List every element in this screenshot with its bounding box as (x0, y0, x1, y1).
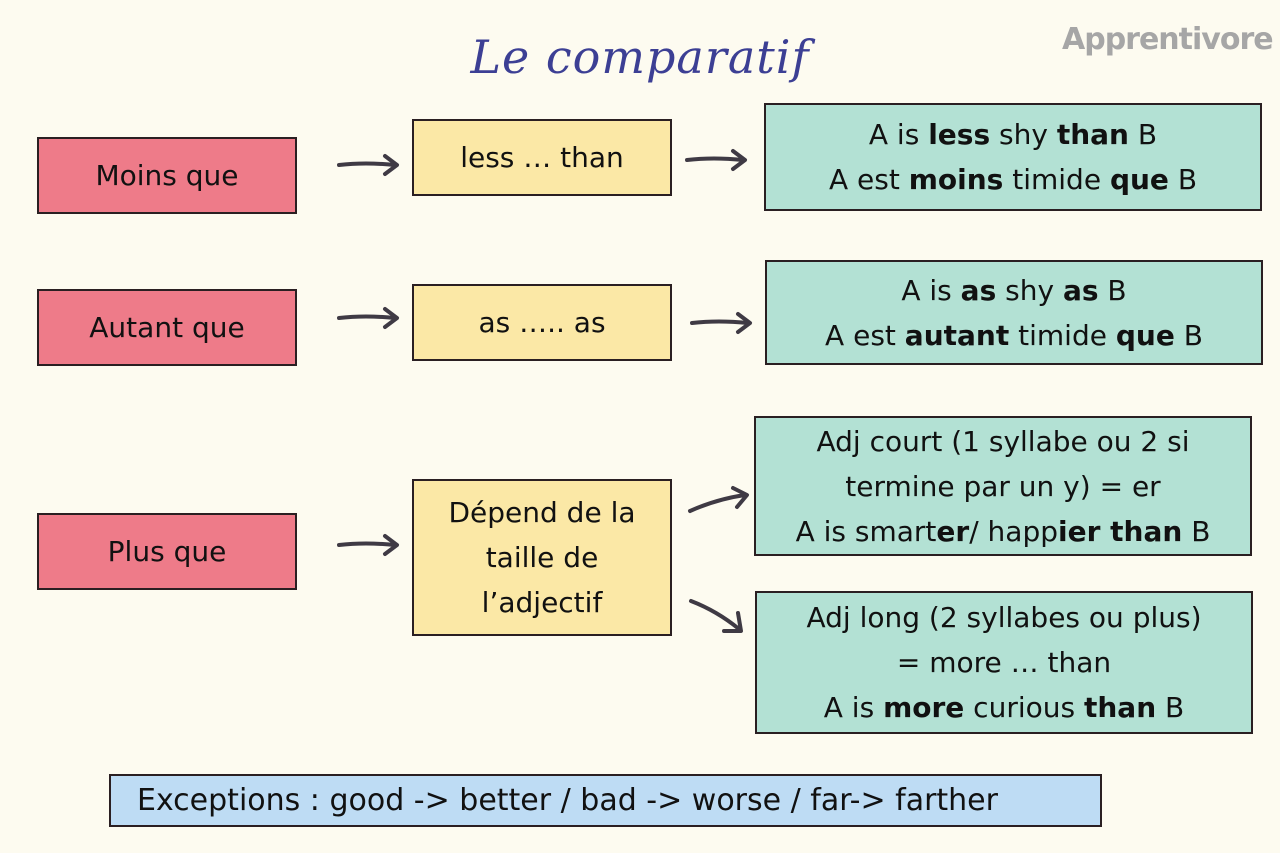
example-box-short-adjective: Adj court (1 syllabe ou 2 si termine par… (754, 416, 1252, 556)
brand-logo: Apprentivore (1062, 22, 1274, 57)
arrow-right-icon (337, 307, 399, 329)
arrow-up-right-icon (688, 486, 749, 513)
english-term-line: Dépend de la (448, 496, 636, 529)
exceptions-text: Exceptions : good -> better / bad -> wor… (137, 783, 998, 818)
example-line: termine par un y) = er (845, 469, 1161, 503)
example-line: Adj long (2 syllabes ou plus) (806, 601, 1202, 634)
english-term-line: l’adjectif (481, 586, 603, 619)
example-box-less: A is less shy than B A est moins timide … (764, 103, 1262, 211)
example-line: Adj court (1 syllabe ou 2 si (816, 424, 1190, 458)
arrow-right-icon (685, 149, 747, 171)
french-term-moins-que: Moins que (37, 137, 297, 214)
example-line: A is as shy as B (901, 273, 1127, 307)
arrow-right-icon (337, 154, 399, 176)
french-term-label: Moins que (95, 159, 239, 192)
arrow-right-icon (337, 534, 399, 556)
arrow-right-icon (690, 312, 752, 334)
page-title: Le comparatif (470, 30, 810, 84)
english-term-label: less … than (460, 141, 624, 174)
example-box-long-adjective: Adj long (2 syllabes ou plus) = more … t… (755, 591, 1253, 734)
example-line: A is smarter/ happier than B (795, 514, 1211, 548)
exceptions-banner: Exceptions : good -> better / bad -> wor… (109, 774, 1102, 827)
arrow-down-right-icon (689, 599, 743, 633)
english-term-depends: Dépend de la taille de l’adjectif (412, 479, 672, 636)
example-line: A is less shy than B (868, 118, 1158, 151)
english-term-less-than: less … than (412, 119, 672, 196)
english-term-label: as ….. as (478, 306, 606, 339)
french-term-autant-que: Autant que (37, 289, 297, 366)
example-line: A is more curious than B (823, 691, 1185, 724)
example-line: A est autant timide que B (825, 318, 1203, 352)
english-term-as-as: as ….. as (412, 284, 672, 361)
example-box-as: A is as shy as B A est autant timide que… (765, 260, 1263, 365)
french-term-label: Autant que (89, 311, 245, 344)
example-line: A est moins timide que B (828, 163, 1198, 196)
french-term-plus-que: Plus que (37, 513, 297, 590)
french-term-label: Plus que (107, 535, 227, 568)
example-line: = more … than (896, 646, 1112, 679)
english-term-line: taille de (485, 541, 599, 574)
